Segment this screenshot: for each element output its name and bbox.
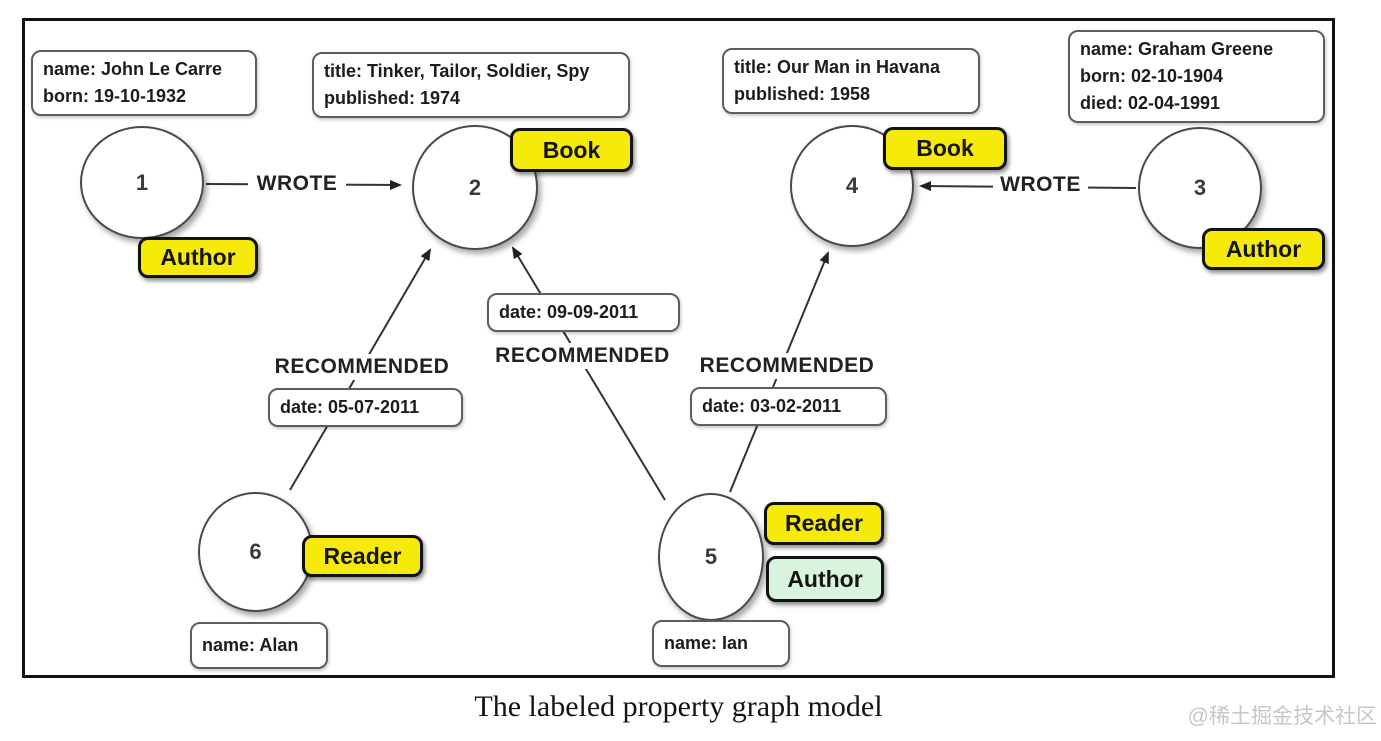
- property-line: date: 03-02-2011: [702, 396, 842, 416]
- node-id-3: 3: [1193, 175, 1207, 200]
- chip-text: Author: [787, 565, 863, 592]
- node-circle-1: 1: [80, 126, 204, 239]
- node-label-book-2: Book: [510, 128, 633, 172]
- property-line: name: Ian: [664, 633, 749, 653]
- property-line: died: 02-04-1991: [1080, 93, 1221, 113]
- chip-text: Book: [916, 135, 974, 161]
- node-label-book-4: Book: [883, 127, 1007, 170]
- property-box-node-6: name: Alan: [190, 622, 328, 669]
- property-line: born: 02-10-1904: [1080, 66, 1224, 86]
- property-line: title: Tinker, Tailor, Soldier, Spy: [324, 61, 590, 81]
- node-label-author-3: Author: [1202, 228, 1325, 270]
- edge-property-box-recommended-5-4: date: 03-02-2011: [690, 387, 887, 426]
- chip-text: Author: [160, 244, 236, 270]
- property-line: date: 09-09-2011: [499, 302, 639, 322]
- edge-label-recommended-5-4: RECOMMENDED: [696, 353, 878, 379]
- watermark-text: @稀土掘金技术社区: [1187, 705, 1377, 728]
- property-box-node-2: title: Tinker, Tailor, Soldier, Spy publ…: [312, 52, 630, 118]
- property-line: published: 1958: [734, 84, 871, 104]
- property-line: name: Alan: [202, 635, 299, 655]
- node-label-author-5: Author: [766, 556, 884, 602]
- node-label-reader-5: Reader: [764, 502, 884, 545]
- edge-line-recommended-5-2: [511, 246, 666, 501]
- node-id-2: 2: [468, 174, 482, 200]
- chip-text: Book: [542, 136, 601, 163]
- property-box-node-1: name: John Le Carre born: 19-10-1932: [31, 50, 257, 116]
- property-line: born: 19-10-1932: [43, 86, 187, 106]
- edge-label-recommended-5-2: RECOMMENDED: [490, 343, 675, 369]
- property-box-node-3: name: Graham Greene born: 02-10-1904 die…: [1068, 30, 1325, 123]
- property-line: date: 05-07-2011: [280, 397, 420, 417]
- edge-label-wrote-1-2: WROTE: [248, 171, 346, 197]
- node-id-6: 6: [249, 539, 262, 564]
- chip-text: Reader: [323, 542, 402, 569]
- node-circle-5: 5: [658, 493, 764, 621]
- edge-property-box-recommended-6-2: date: 05-07-2011: [268, 388, 463, 427]
- node-label-reader-6: Reader: [302, 535, 423, 577]
- node-id-4: 4: [845, 173, 859, 198]
- node-circle-2: 2: [412, 125, 538, 250]
- property-line: published: 1974: [324, 88, 461, 108]
- figure-caption: The labeled property graph model: [474, 690, 883, 723]
- node-id-5: 5: [704, 544, 718, 569]
- edge-property-box-recommended-5-2: date: 09-09-2011: [487, 293, 680, 332]
- node-id-1: 1: [135, 169, 149, 195]
- node-circle-6: 6: [198, 492, 313, 612]
- property-box-node-5: name: Ian: [652, 620, 790, 667]
- property-box-node-4: title: Our Man in Havana published: 1958: [722, 48, 980, 114]
- edge-label-wrote-3-4: WROTE: [993, 172, 1088, 198]
- property-line: name: John Le Carre: [43, 59, 223, 79]
- chip-text: Author: [1225, 235, 1302, 262]
- property-line: title: Our Man in Havana: [734, 57, 941, 77]
- edge-label-recommended-6-2: RECOMMENDED: [272, 354, 452, 380]
- node-label-author-1: Author: [138, 237, 258, 278]
- chip-text: Reader: [785, 510, 863, 536]
- property-line: name: Graham Greene: [1080, 39, 1274, 59]
